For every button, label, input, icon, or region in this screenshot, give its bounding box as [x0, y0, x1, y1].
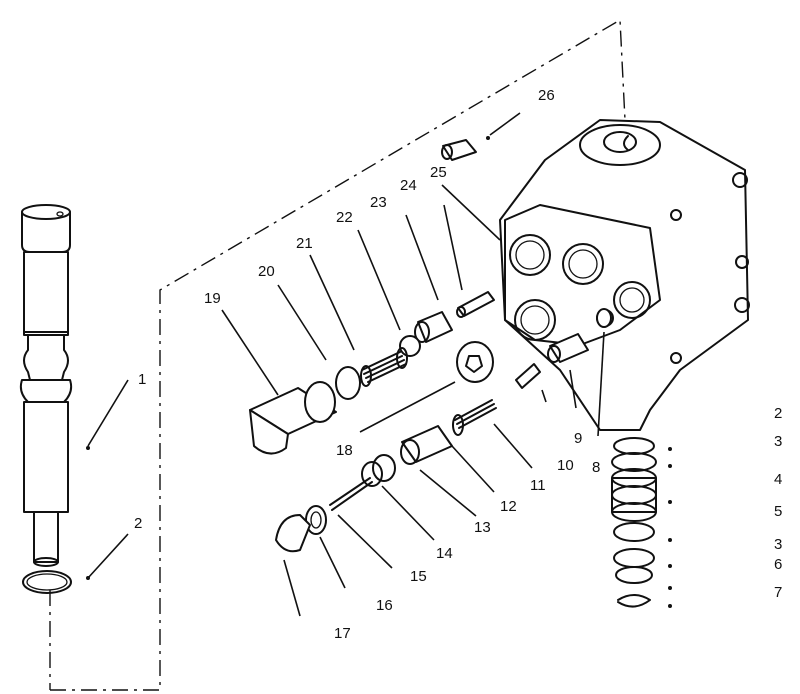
- callout-23: 23: [370, 194, 387, 211]
- callout-26: 26: [538, 87, 555, 104]
- callout-11: 11: [530, 477, 546, 494]
- callout-13: 13: [474, 519, 491, 536]
- callout-20: 20: [258, 263, 275, 280]
- callout-19: 19: [204, 290, 221, 307]
- assembly-boundary-lines: [49, 18, 626, 691]
- callout-14: 14: [436, 545, 453, 562]
- pin-part-24: [456, 291, 495, 318]
- callout-8: 8: [592, 459, 600, 476]
- callout-2-left: 2: [134, 515, 142, 532]
- lower-stack: [611, 437, 657, 608]
- callout-3-lower: 3: [774, 536, 782, 553]
- cap-nut-part-17: [275, 514, 311, 553]
- leader-dots: [86, 136, 672, 608]
- pin-part-11: [515, 363, 541, 389]
- spring-part-21: [360, 347, 408, 387]
- callout-1: 1: [138, 371, 146, 388]
- callout-3-upper: 3: [774, 433, 782, 450]
- o-ring-part-20: [335, 366, 361, 400]
- o-ring-lower-left: [22, 570, 72, 594]
- callout-7: 7: [774, 584, 782, 601]
- callout-15: 15: [410, 568, 427, 585]
- callout-labels: 26 25 24 23 22 21 20 19 18 17 16 15 14 1…: [134, 87, 782, 642]
- callout-4: 4: [774, 471, 782, 488]
- nut-part-14: [361, 454, 396, 487]
- callout-21: 21: [296, 235, 313, 252]
- plug-part-26: [441, 139, 477, 161]
- screw-part-15: [329, 477, 373, 511]
- callout-17: 17: [334, 625, 351, 642]
- cap-part-19: [249, 381, 337, 455]
- spool-part: [19, 204, 73, 567]
- callout-12: 12: [500, 498, 517, 515]
- callout-24: 24: [400, 177, 417, 194]
- ball-part-22: [399, 335, 421, 357]
- callout-5: 5: [774, 503, 782, 520]
- spring-part-12: [452, 399, 497, 436]
- callout-2-right: 2: [774, 405, 782, 422]
- plug-part-18: [456, 341, 494, 383]
- leader-lines: [87, 112, 605, 617]
- body-part-13: [400, 425, 453, 465]
- screw-part-8: [596, 308, 612, 328]
- valve-body: [499, 119, 750, 431]
- callout-25: 25: [430, 164, 447, 181]
- callout-10: 10: [557, 457, 574, 474]
- seat-part-23: [414, 311, 453, 343]
- callout-6: 6: [774, 556, 782, 573]
- callout-22: 22: [336, 209, 353, 226]
- callout-9: 9: [574, 430, 582, 447]
- callout-16: 16: [376, 597, 393, 614]
- callout-18: 18: [336, 442, 353, 459]
- sleeve-part-9: [547, 333, 589, 363]
